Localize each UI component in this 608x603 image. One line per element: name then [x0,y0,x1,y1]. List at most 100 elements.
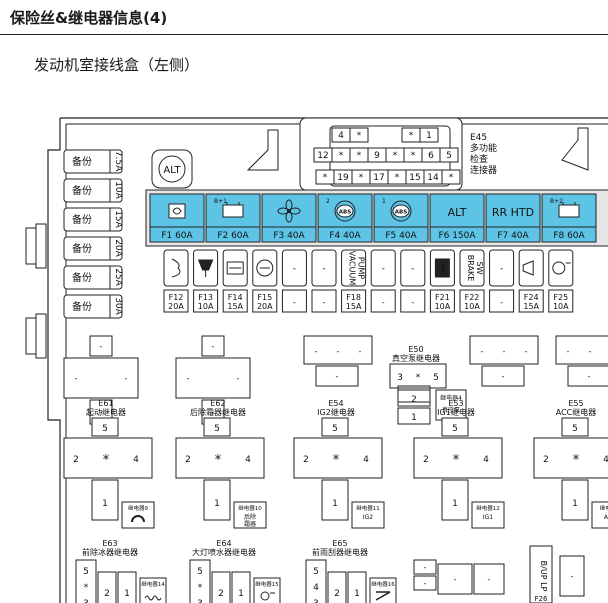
spare-fuse-rating: 30A [113,297,123,315]
mini-fuse-dash: - [411,298,414,307]
relay-body [63,357,139,399]
abs-text: ABS [395,210,407,216]
mini-fuse-body [370,249,396,287]
relay-pin-top [561,417,589,437]
relay-code: E65 [332,539,347,548]
mini-fuse-code: F14 [228,293,243,302]
relay-code: E63 [102,539,117,548]
relay-pin-label: 5 [83,567,89,577]
brush-icon [197,259,214,277]
relay-pin-label: 5 [102,424,108,434]
main-fuse-label: F4 40A [329,231,361,241]
relay-name: 起动继电器 [86,407,126,417]
vacuum-relay-bot [397,407,431,425]
mini-fuse-rating: 15A [523,302,539,311]
spare-fuse-body [63,236,123,261]
main-fuse-body [261,193,317,243]
mini-fuse-text-icon: VACUUM [348,251,357,286]
mini-fuse-code: F24 [524,293,539,302]
spare-fuse-body [63,178,123,203]
mini-fuse-code-box [518,289,544,313]
relay-code: E64 [216,539,231,548]
relay-dash: - [75,374,78,383]
relay-dash: - [525,347,528,356]
vacuum-relay-pin: 1 [411,413,417,423]
main-fuse-label: F3 40A [273,231,305,241]
main-fuse-text-icon: ALT [448,206,467,219]
socket [437,563,473,595]
spare-fuse-label: 备份 [72,300,92,313]
mini-fuse-dash: - [323,298,326,307]
mini-fuse-rating: 15A [346,302,362,311]
connector-row2-pin-label: 5 [446,151,452,161]
relay-name: 后除霜器继电器 [190,407,246,417]
relay-code: E62 [210,399,225,408]
relay-dash: - [567,347,570,356]
mount-clip-left-upper [35,223,47,269]
main-fuse-body [317,193,373,243]
spare-fuse-label: 备份 [72,271,92,284]
relay-name: ACC继电器 [556,407,597,417]
relay-pin-label: 1 [214,499,220,509]
mini-fuse-body [341,249,367,287]
headlamp-washer-icon [260,591,270,601]
relay-dash: - [589,347,592,356]
relay-pin-top [203,417,231,437]
socket-dash: - [571,572,574,581]
relay-pin-label: 5 [197,567,203,577]
socket [413,559,437,575]
mini-fuse-rating: 15A [227,302,243,311]
relay-pin-label: 2 [334,589,340,599]
connector-row2-pin-label: 12 [317,151,328,161]
relay-tag-box [591,501,608,529]
page-header: 保险丝&继电器信息(4) [0,0,608,35]
front-defrost-icon [144,595,162,601]
connector-row3-pin-label: * [359,173,364,183]
abs-icon [334,200,356,222]
main-fuse: B+1F2 60A [205,193,261,243]
relay-body [555,335,608,365]
relay-dash: - [502,372,505,381]
relay-pin-a [97,571,117,603]
cooling-fan-motor-icon [168,203,186,219]
spare-fuse-body [63,265,123,290]
relay-pin-label: 5 [572,424,578,434]
starter-icon [131,515,145,523]
relay-tag: 继电器10 [238,504,262,512]
relay-pin-b [117,571,137,603]
relay-body [533,437,608,479]
relay-tag-line: 后除 [244,513,256,521]
mount-clip-left-lower [35,313,47,359]
relay-tag-box [471,501,505,529]
relay-dash: - [237,374,240,383]
dash-icon: - [382,264,385,274]
mini-fuse-code-box [429,289,455,313]
relay-pin-top [441,417,469,437]
spare-fuse: 备份 30A [63,294,123,319]
relay-pin-label: 1 [354,589,360,599]
relay-dash: - [315,347,318,356]
connector-row1-pin-label: * [357,131,362,141]
dash-icon: - [293,264,296,274]
mini-fuse-code-box [193,289,219,313]
vacuum-relay-tag-box [435,389,467,421]
relay-pin-bot [203,479,231,521]
mini-fuse-body [311,249,337,287]
relay-pin-label: 4 [245,455,251,465]
relay-pin-bot [441,479,469,521]
relay-pin-label: 2 [218,589,224,599]
mini-fuse: -- [489,249,515,313]
connector-name-line: 多功能 [470,142,497,154]
relay-pin-a [327,571,347,603]
relay-dash: - [125,374,128,383]
main-fuse-body [541,193,597,243]
relay-body [293,437,383,479]
